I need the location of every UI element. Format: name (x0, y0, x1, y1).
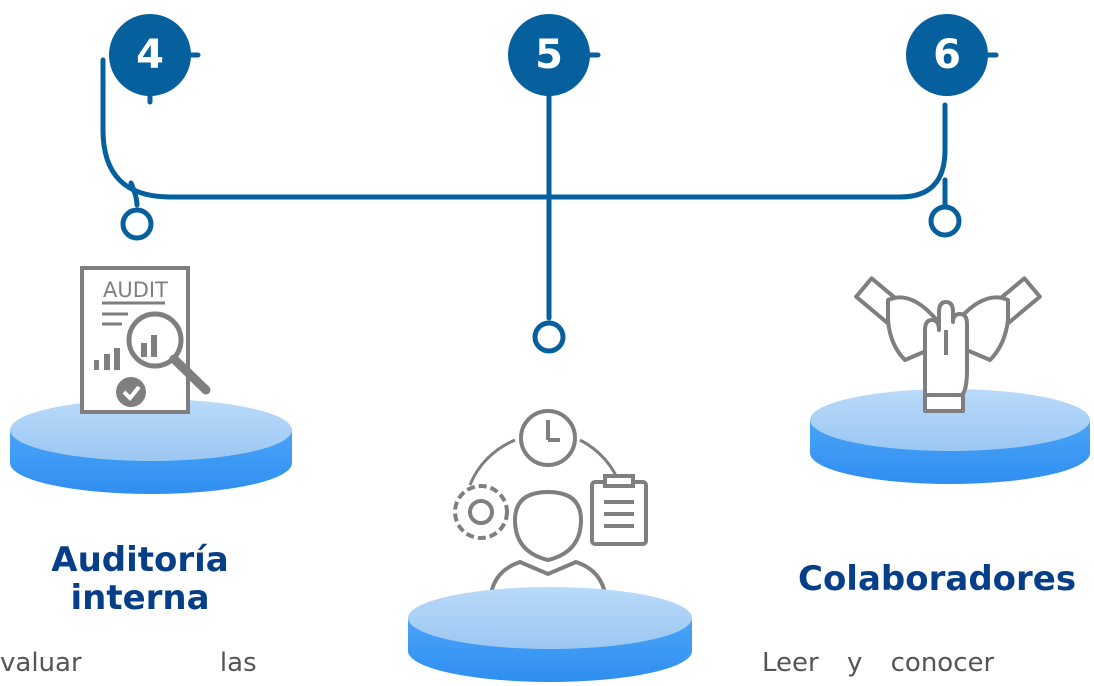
step-5-number: 5 (535, 32, 563, 78)
pedestal-step-5 (408, 587, 692, 682)
connector-lines (100, 52, 999, 321)
step-6-title: Colaboradores (798, 559, 1077, 599)
pedestal-step-6 (810, 389, 1090, 484)
ring-step-5 (532, 320, 566, 354)
left-drop-line (128, 180, 140, 208)
teamwork-hands-icon (854, 276, 1042, 413)
step-6-number: 6 (933, 32, 961, 78)
ring-step-6 (928, 204, 962, 238)
audit-document-icon: AUDIT (80, 266, 211, 414)
step-6-description: Leer y conocer (762, 648, 995, 678)
step-4-circle (109, 14, 191, 96)
ring-step-4 (120, 207, 154, 241)
step-4-description: valuar las (0, 648, 257, 678)
step-4-title-line2: interna (70, 578, 210, 618)
step-6-circle (906, 14, 988, 96)
step-4-title-line1: Auditoría (51, 540, 229, 580)
connector-rings (120, 204, 962, 354)
number-circles (109, 14, 988, 96)
left-branch-line (100, 57, 948, 200)
step-4-title: Auditoría interna (20, 541, 260, 617)
step-4-number: 4 (136, 32, 164, 78)
step-5-circle (508, 14, 590, 96)
pedestal-step-4 (10, 399, 292, 494)
person-process-icon (453, 409, 648, 606)
svg-text:AUDIT: AUDIT (103, 278, 168, 302)
